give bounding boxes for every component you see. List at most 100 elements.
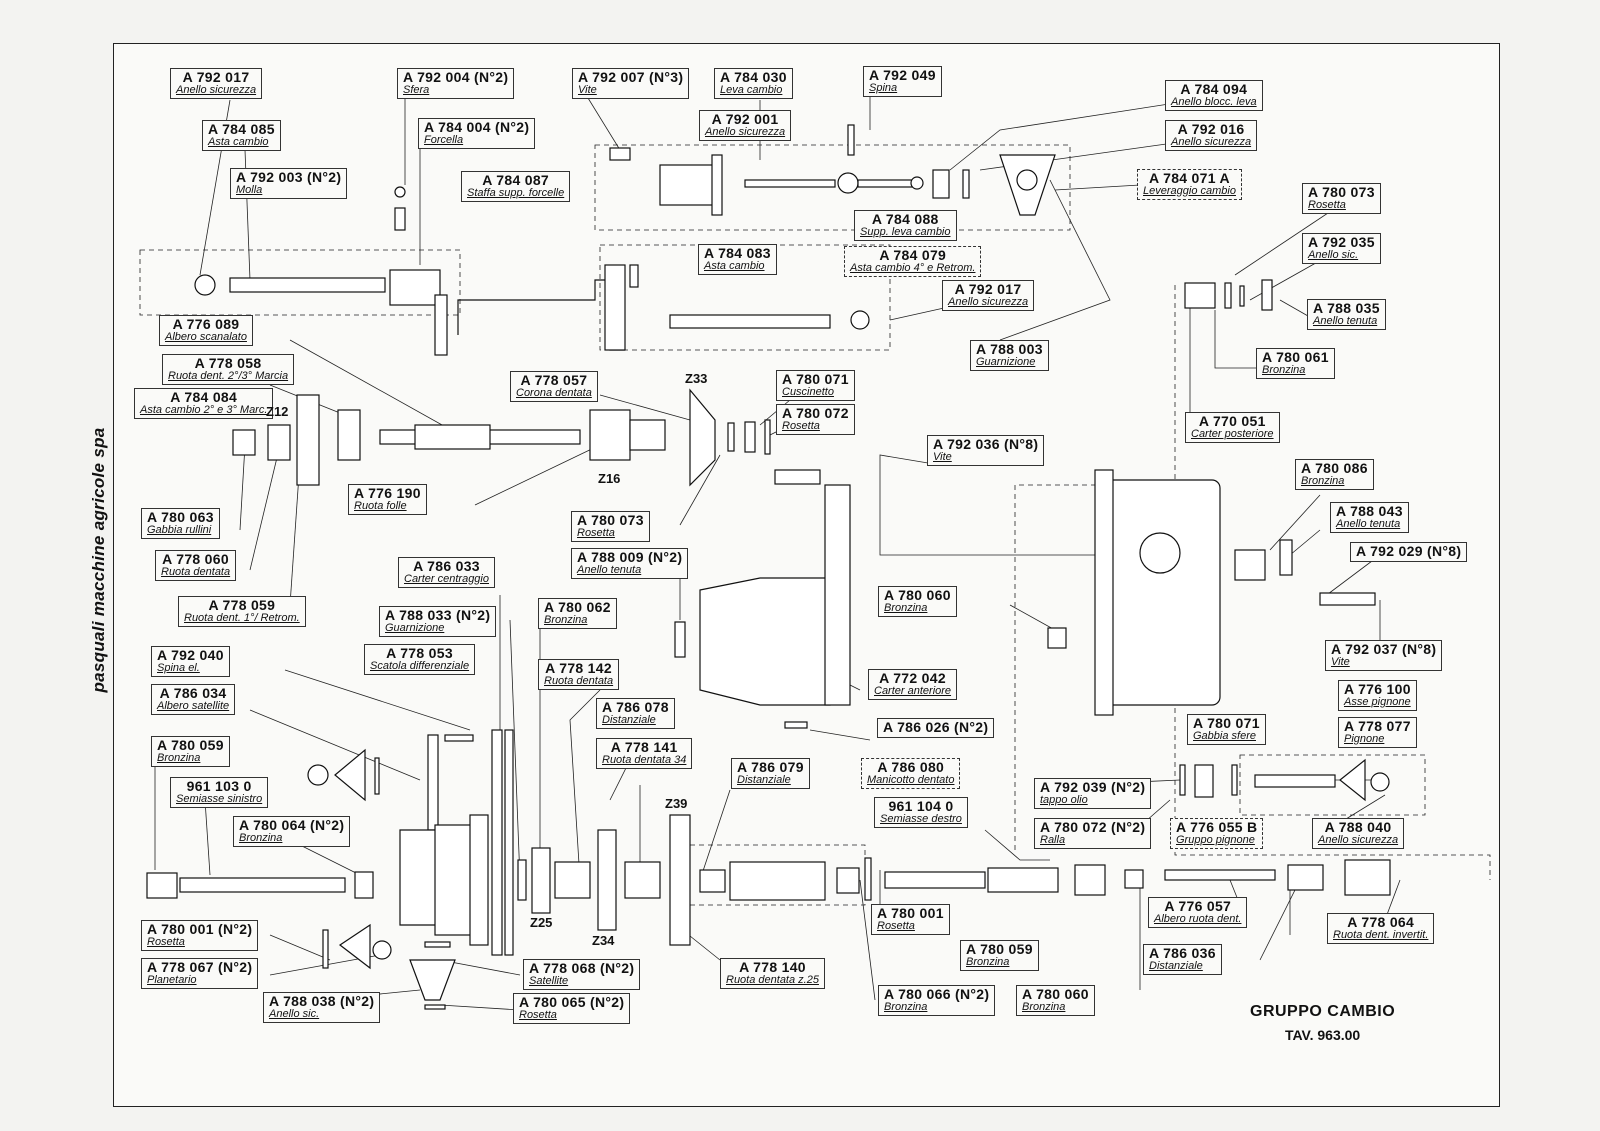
part-description: Asta cambio 4° e Retrom.	[850, 261, 976, 274]
gear-z39	[669, 814, 691, 946]
leader-line	[439, 1004, 521, 1011]
spacer-4	[1287, 864, 1324, 891]
ball	[394, 186, 406, 198]
group-outline	[139, 249, 461, 316]
seal	[1279, 539, 1293, 576]
part-description: Cuscinetto	[782, 385, 834, 398]
idle-hub	[629, 419, 666, 451]
washer-9	[424, 1004, 446, 1010]
leader-line	[1009, 604, 1056, 631]
part-description: Distanziale	[1149, 959, 1203, 972]
part-code: A 778 141	[610, 739, 678, 755]
part-code: A 780 001	[877, 905, 944, 921]
part-code: A 778 140	[739, 959, 806, 975]
drawing-sheet	[113, 43, 1500, 1107]
part-description: Guarnizione	[976, 355, 1036, 368]
part-description: Rosetta	[147, 935, 185, 948]
circlip-ring	[194, 274, 216, 296]
part-description: Carter anteriore	[874, 684, 952, 697]
part-code: A 780 071	[782, 371, 849, 387]
front-housing	[699, 577, 831, 706]
part-label-p03: A 792 007 (N°3)Vite	[572, 68, 690, 100]
reverse-gear	[1344, 859, 1391, 896]
oil-seal	[674, 621, 686, 658]
part-description: Supp. leva cambio	[860, 225, 951, 238]
part-code: A 780 065 (N°2)	[519, 994, 625, 1010]
part-description: Ruota dent. invertit.	[1333, 928, 1429, 941]
shaft-body	[414, 424, 491, 450]
spring-2	[629, 264, 639, 288]
pinion	[1339, 758, 1366, 802]
part-code: A 792 036 (N°8)	[933, 436, 1039, 452]
circlip-5	[372, 940, 392, 960]
washer-4	[374, 757, 380, 795]
part-code: A 780 061	[1262, 349, 1329, 365]
tooth-label-z12: Z12	[266, 404, 289, 419]
pin	[784, 721, 808, 729]
part-description: Ruota dent. 1°/ Retrom.	[184, 611, 300, 624]
spring-pin-2	[444, 734, 474, 742]
differential-box	[434, 824, 476, 936]
part-code: A 792 003 (N°2)	[236, 169, 342, 185]
part-code: A 792 029 (N°8)	[1356, 543, 1462, 559]
washer-5	[517, 859, 527, 901]
bushing-4	[354, 871, 374, 899]
part-description: Ruota dentata z.25	[726, 973, 819, 986]
tooth-label-z39: Z39	[665, 796, 688, 811]
bearing-cage	[1194, 764, 1214, 798]
part-code: A 786 026 (N°2)	[883, 719, 989, 735]
group-outline	[1014, 484, 1100, 850]
rear-housing	[1099, 479, 1221, 706]
part-code: A 778 058	[194, 355, 262, 371]
part-label-p70: A 778 067 (N°2)Planetario	[141, 958, 259, 990]
part-description: Forcella	[424, 133, 464, 146]
toothed-sleeve	[699, 869, 726, 893]
part-description: Rosetta	[1308, 198, 1346, 211]
part-code: A 792 017	[182, 69, 250, 85]
washer-6	[864, 857, 872, 901]
tooth-label-z25: Z25	[530, 915, 553, 930]
part-code: A 784 087	[482, 172, 550, 188]
linkage-hole	[1016, 169, 1038, 191]
circlip-ring-2	[850, 310, 870, 330]
part-description: Spina el.	[157, 661, 200, 674]
bolt	[774, 469, 821, 485]
part-label-p75: A 788 038 (N°2)Anello sic.	[263, 992, 381, 1024]
leader-line	[1259, 879, 1301, 961]
part-code: A 792 017	[954, 281, 1022, 297]
bushing-6	[1124, 869, 1144, 889]
lever-hub	[659, 164, 716, 206]
part-label-p66: A 780 001 (N°2)Rosetta	[141, 920, 259, 952]
part-description: Molla	[236, 183, 263, 196]
part-description: Semiasse sinistro	[176, 792, 263, 805]
part-code: A 792 037 (N°8)	[1331, 641, 1437, 657]
part-description: Bronzina	[1301, 474, 1345, 487]
part-description: Semiasse destro	[880, 812, 962, 825]
part-code: A 780 062	[544, 599, 611, 615]
leader-line	[599, 394, 691, 421]
part-description: Anello sicurezza	[176, 83, 257, 96]
part-description: Albero scanalato	[165, 330, 247, 343]
part-label-p60: A 792 039 (N°2)tappo olio	[1034, 778, 1152, 810]
differential-cage	[399, 829, 440, 926]
part-code: A 792 049	[869, 67, 936, 83]
gasket	[491, 729, 503, 956]
part-code: A 780 064 (N°2)	[239, 817, 345, 833]
part-code: A 788 035	[1313, 300, 1380, 316]
